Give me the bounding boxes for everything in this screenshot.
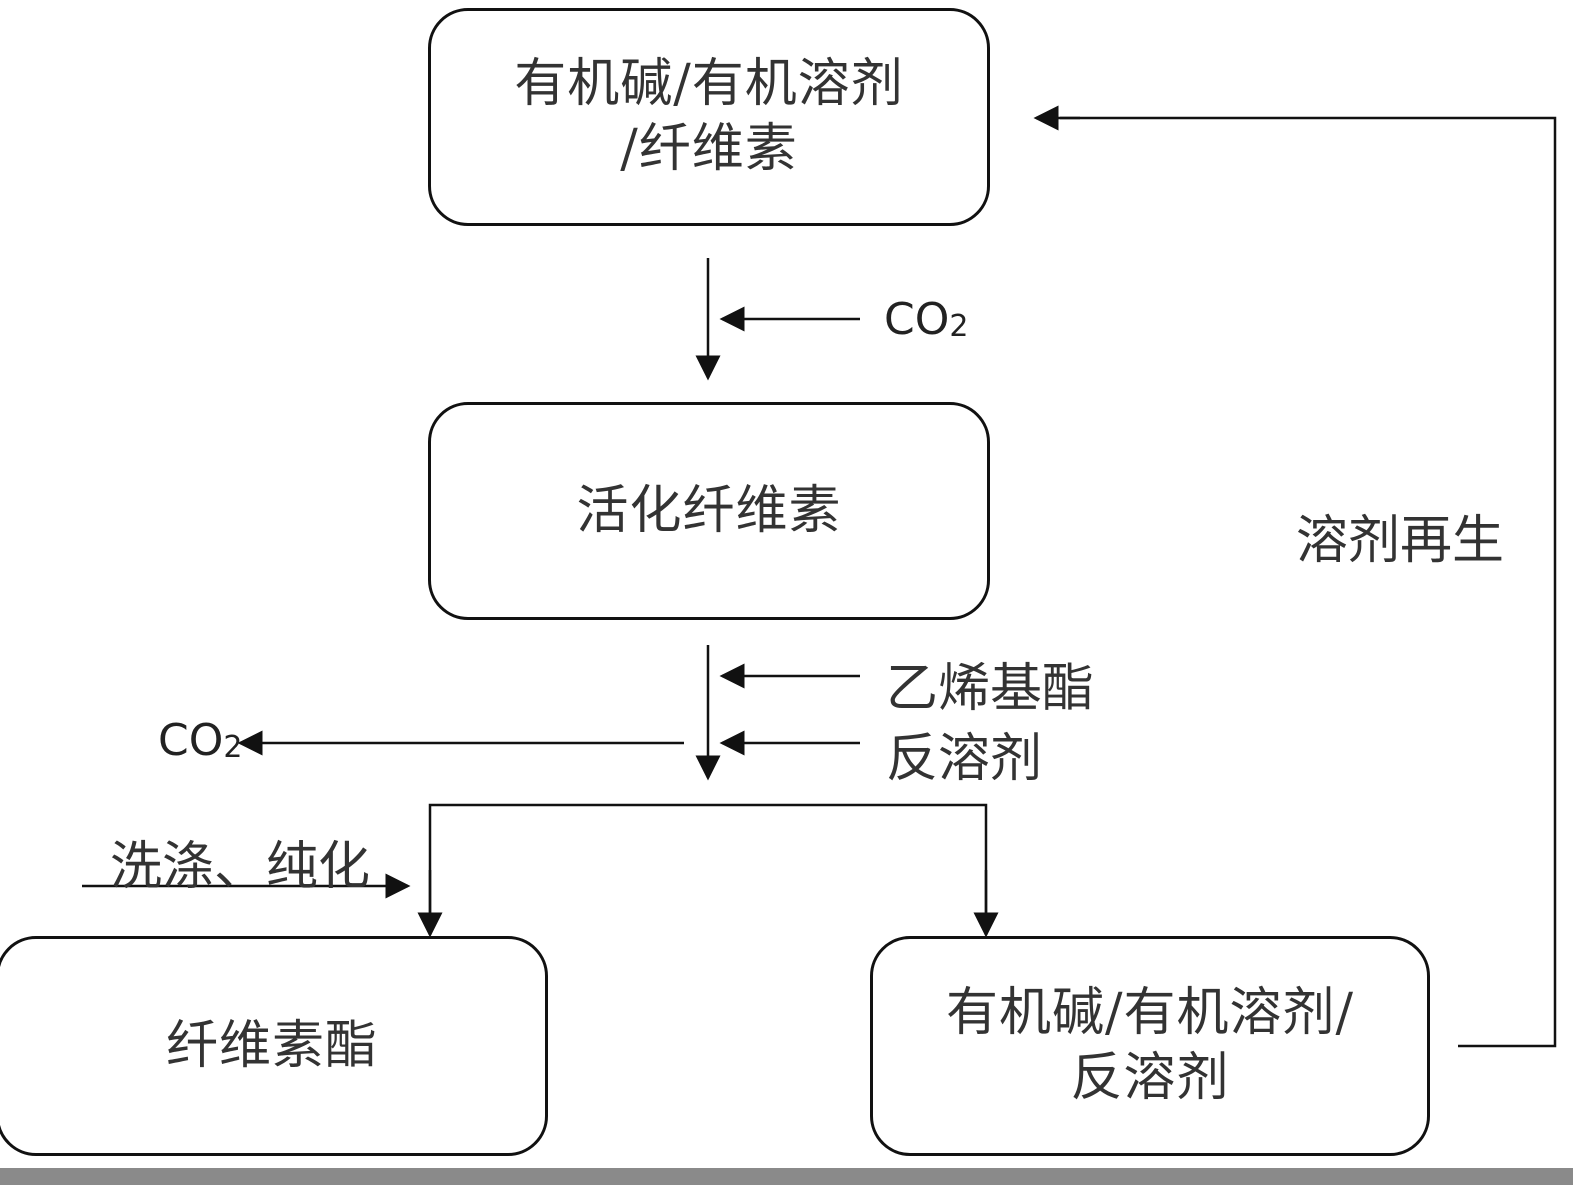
- box-base-solvent-antisolvent: 有机碱/有机溶剂/ 反溶剂: [870, 936, 1430, 1156]
- box-bottom-left-text: 纤维素酯: [165, 1015, 378, 1076]
- box-top-line1: 有机碱/有机溶剂: [514, 54, 904, 114]
- box-cellulose-ester: 纤维素酯: [0, 936, 548, 1156]
- box-activated-cellulose: 活化纤维素: [428, 402, 990, 620]
- box-middle-text: 活化纤维素: [576, 480, 842, 541]
- box-organic-base-solvent-cellulose: 有机碱/有机溶剂 /纤维素: [428, 8, 990, 226]
- split-connector: [428, 803, 988, 935]
- bottom-edge-bar: [0, 1168, 1573, 1185]
- label-vinyl-ester: 乙烯基酯: [886, 659, 1095, 719]
- regen-loop-line: [1060, 116, 1557, 1048]
- box-bottom-right-line1: 有机碱/有机溶剂/: [945, 983, 1355, 1043]
- label-solvent-regeneration: 溶剂再生: [1296, 511, 1505, 571]
- label-wash-purify: 洗涤、纯化: [110, 837, 371, 897]
- label-co2-in: CO2: [884, 294, 969, 345]
- label-anti-solvent: 反溶剂: [886, 729, 1043, 789]
- label-co2-out: CO2: [158, 715, 243, 766]
- box-bottom-right-line2: 反溶剂: [1070, 1048, 1230, 1108]
- box-top-line2: /纤维素: [620, 119, 798, 179]
